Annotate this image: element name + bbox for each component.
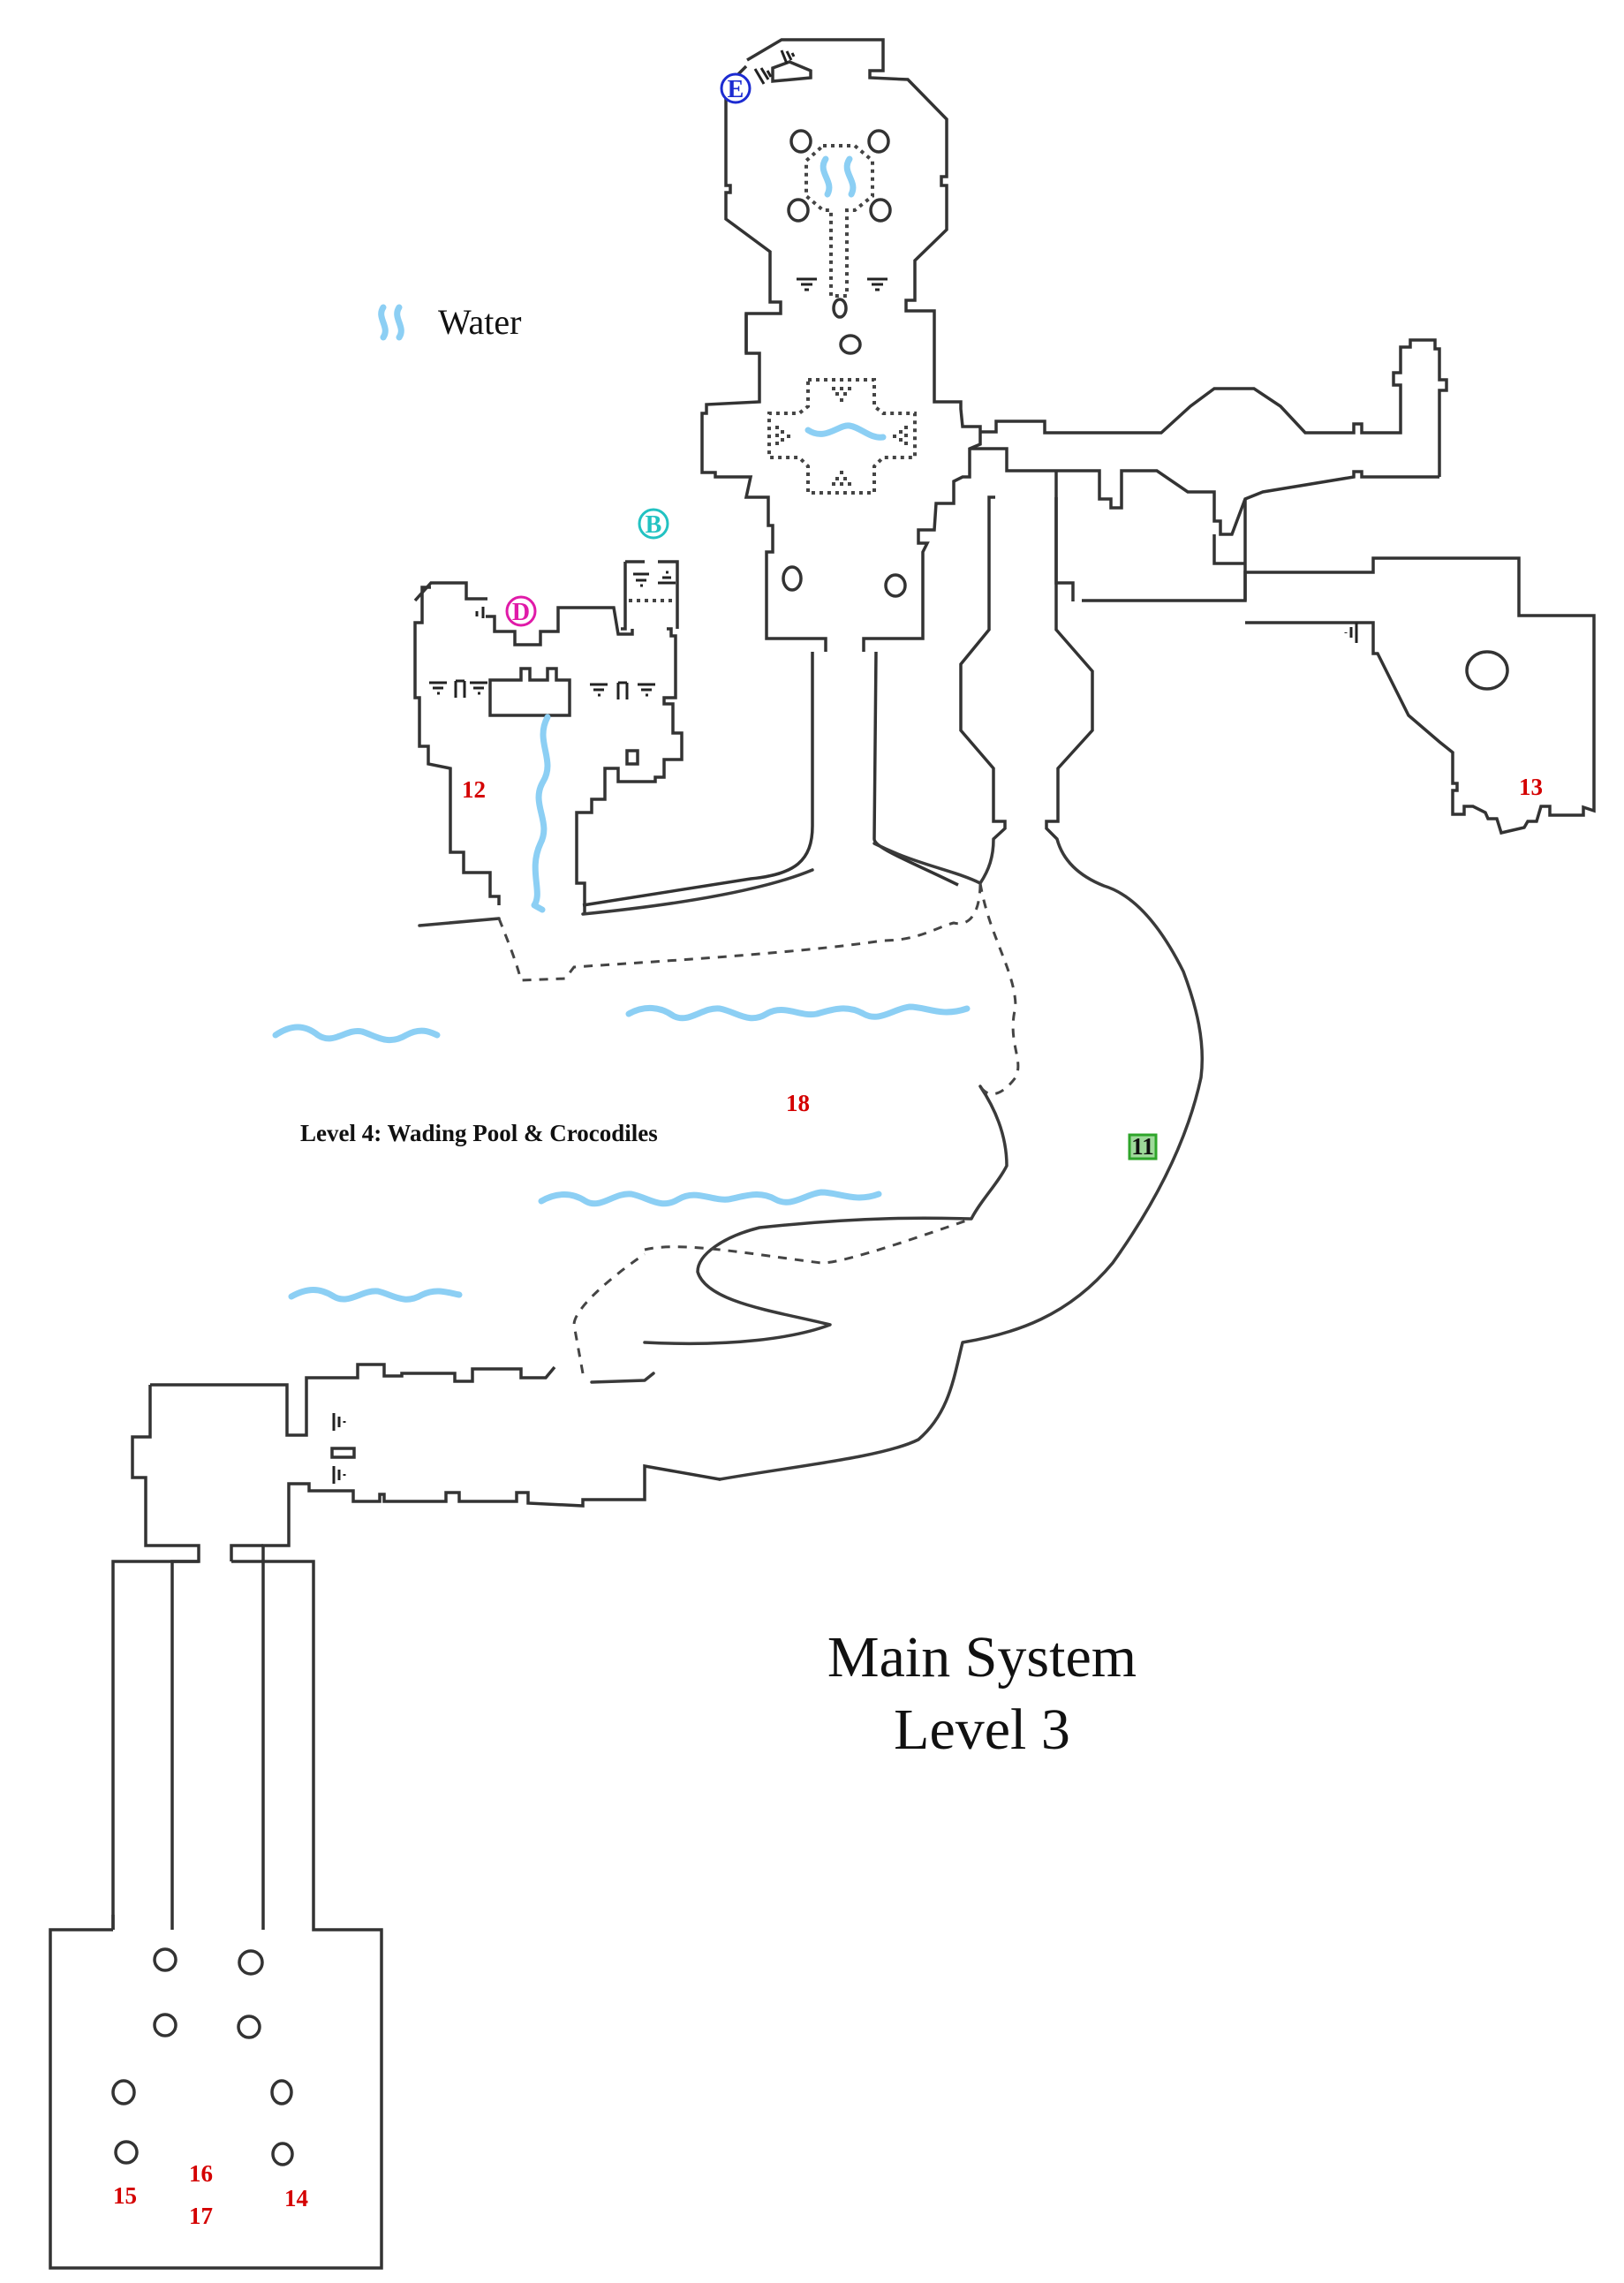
room-number-17: 17 <box>189 2203 213 2229</box>
entrance-marker-b[interactable]: B <box>638 508 669 540</box>
svg-text:B: B <box>646 511 662 539</box>
water-stream <box>804 422 887 441</box>
pillar <box>884 573 907 598</box>
room-number-12: 12 <box>462 776 486 803</box>
pillar <box>270 2079 293 2105</box>
cave-area <box>418 837 1205 1481</box>
central-cross-room <box>700 314 982 652</box>
pit-icon <box>429 607 655 699</box>
water-wave <box>538 1189 882 1207</box>
hex-chamber <box>582 495 1094 907</box>
pit-icon <box>797 277 888 291</box>
southwest-hall <box>131 1363 721 1930</box>
pillar <box>237 2015 261 2039</box>
entrance-marker-d[interactable]: D <box>505 595 537 627</box>
water-icon <box>820 155 833 198</box>
dotted-cross-basin <box>767 378 917 495</box>
room-number-15: 15 <box>113 2182 137 2209</box>
stairs-icon <box>1344 623 1358 643</box>
altar <box>330 1447 356 1459</box>
pit-icon <box>633 571 676 587</box>
water-stream <box>531 714 551 913</box>
map-title: Main System Level 3 <box>827 1625 1137 1762</box>
north-temple-room: E <box>720 38 948 353</box>
pillar <box>832 298 848 319</box>
pillar <box>111 2079 136 2105</box>
pillar <box>114 2140 139 2165</box>
water-wave <box>625 1003 971 1022</box>
pillar <box>869 198 892 223</box>
room-number-13: 13 <box>1519 774 1543 800</box>
pillar <box>153 2013 178 2037</box>
pillar <box>1465 650 1509 691</box>
stairs-icon <box>753 49 796 85</box>
pillar <box>238 1949 264 1976</box>
pillar <box>787 198 810 223</box>
water-wave <box>288 1287 463 1303</box>
stairs-icon <box>832 471 851 486</box>
room-number-18: 18 <box>786 1090 810 1116</box>
legend-water-label: Water <box>438 302 522 342</box>
pillar <box>782 565 803 592</box>
water-legend-icon <box>394 304 404 341</box>
east-wing <box>970 338 1448 602</box>
water-wave <box>272 1024 441 1044</box>
pillar <box>867 129 890 154</box>
legend: Water <box>378 302 522 342</box>
pillar <box>153 1947 178 1972</box>
room-number-16: 16 <box>189 2160 213 2187</box>
title-line-2: Level 3 <box>894 1697 1070 1762</box>
stairs-icon <box>893 426 908 446</box>
stairs-icon <box>775 426 790 446</box>
water-icon <box>843 155 857 198</box>
svg-text:E: E <box>728 76 744 103</box>
entrance-marker-e[interactable]: E <box>720 72 752 104</box>
stairs-icon <box>332 1413 346 1484</box>
pillar <box>271 2142 294 2166</box>
room-12: 12 D B <box>413 508 684 914</box>
pillar <box>789 129 812 154</box>
pillared-hall: 14 15 16 17 <box>49 1560 383 2270</box>
fountain-basin <box>804 144 874 298</box>
sublevel-label: Level 4: Wading Pool & Crocodiles <box>300 1120 658 1146</box>
room-number-14: 14 <box>284 2185 308 2211</box>
svg-text:11: 11 <box>1131 1133 1154 1160</box>
water-legend-icon <box>378 304 389 341</box>
pillar <box>839 334 862 355</box>
room-13: 13 <box>1243 556 1596 835</box>
svg-text:D: D <box>512 599 530 626</box>
highlight-badge-11[interactable]: 11 <box>1128 1133 1158 1160</box>
title-line-1: Main System <box>827 1625 1137 1690</box>
stairs-icon <box>832 387 851 402</box>
